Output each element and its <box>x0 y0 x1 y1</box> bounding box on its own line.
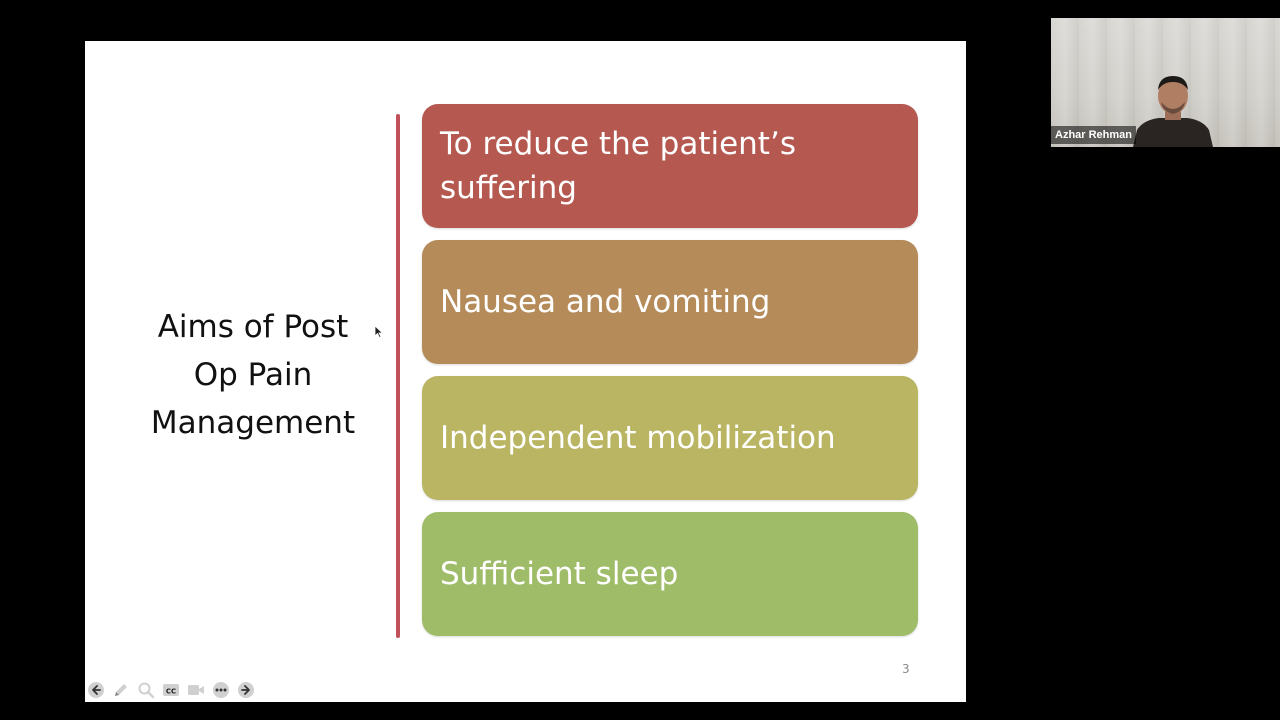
participant-video-feed <box>1133 76 1213 147</box>
zoom-icon <box>138 682 155 699</box>
slide-title-line: Management <box>150 405 356 441</box>
aim-box-independent-mobilization: Independent mobilization <box>422 376 918 500</box>
camera-icon <box>188 685 204 695</box>
participant-video-tile[interactable]: Azhar Rehman <box>1051 18 1280 147</box>
vertical-divider <box>396 114 400 638</box>
next-slide-icon <box>238 682 254 698</box>
next-slide-button[interactable] <box>236 680 256 700</box>
more-options-icon <box>213 682 229 698</box>
presentation-slide: Aims of Post Op Pain Management To reduc… <box>85 41 966 702</box>
participant-name-label: Azhar Rehman <box>1051 126 1137 144</box>
slide-title-line: Aims of Post <box>157 309 349 345</box>
zoom-button[interactable] <box>136 680 156 700</box>
pen-icon <box>115 684 127 696</box>
aim-text-line: Sufficient sleep <box>440 556 679 592</box>
slide-title: Aims of Post Op Pain Management <box>133 303 373 447</box>
aim-text: To reduce the patient’s suffering <box>440 122 796 210</box>
camera-button[interactable] <box>186 680 206 700</box>
aim-text-line: Independent mobilization <box>440 420 836 456</box>
closed-captions-icon: CC <box>163 684 179 696</box>
aim-box-reduce-suffering: To reduce the patient’s suffering <box>422 104 918 228</box>
previous-slide-icon <box>88 682 104 698</box>
mouse-cursor-icon <box>375 326 383 338</box>
slide-title-line: Op Pain <box>193 357 313 393</box>
svg-text:CC: CC <box>166 688 176 696</box>
pen-button[interactable] <box>111 680 131 700</box>
closed-captions-button[interactable]: CC <box>161 680 181 700</box>
aim-text-line: suffering <box>440 170 577 206</box>
slide-page-number: 3 <box>902 662 910 676</box>
aim-box-nausea-vomiting: Nausea and vomiting <box>422 240 918 364</box>
more-options-button[interactable] <box>211 680 231 700</box>
slide-toolbar: CC <box>86 680 256 700</box>
aim-text-line: To reduce the patient’s <box>440 126 796 162</box>
aim-box-sufficient-sleep: Sufficient sleep <box>422 512 918 636</box>
aim-text-line: Nausea and vomiting <box>440 284 771 320</box>
previous-slide-button[interactable] <box>86 680 106 700</box>
